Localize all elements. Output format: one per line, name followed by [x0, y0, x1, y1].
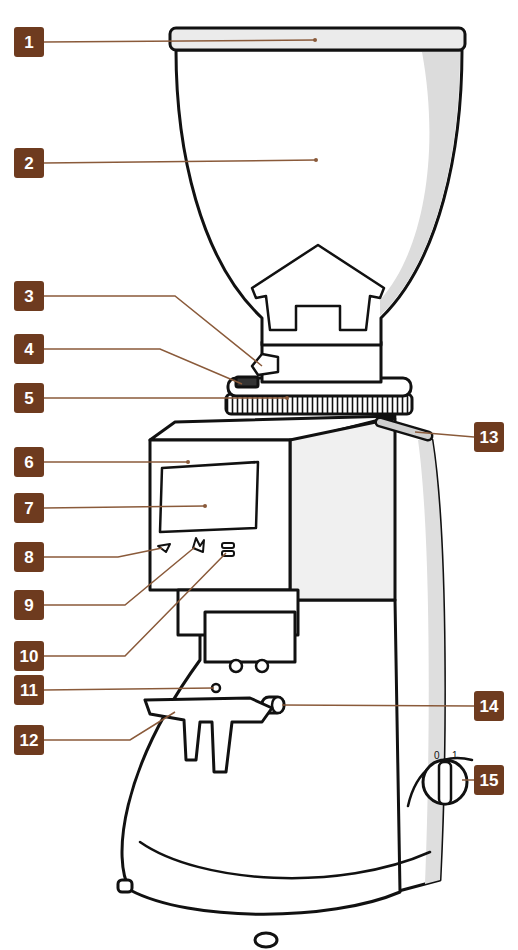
leader-line — [44, 349, 242, 384]
leader-dot — [186, 460, 190, 464]
leader-dot — [203, 504, 207, 508]
callout-box: 15 — [474, 765, 504, 795]
leader-line — [44, 688, 214, 690]
button — [222, 543, 234, 548]
knob-sweep — [408, 758, 472, 806]
callout-box: 3 — [14, 281, 44, 311]
leader-line — [44, 548, 162, 557]
leader-line — [44, 553, 226, 656]
callout-number: 5 — [24, 390, 33, 407]
callout-number: 12 — [20, 732, 39, 749]
leader-line — [415, 432, 474, 437]
callout-number: 9 — [24, 597, 33, 614]
callout-number: 15 — [480, 772, 499, 789]
callout-box: 10 — [14, 641, 44, 671]
leader-line — [44, 160, 316, 163]
foot — [118, 880, 132, 892]
spout — [205, 612, 295, 662]
leader-line — [44, 296, 262, 366]
knob-grip — [439, 762, 451, 804]
callout-number: 10 — [20, 648, 39, 665]
callout-box: 2 — [14, 148, 44, 178]
leader-dot — [314, 158, 318, 162]
callout-box: 9 — [14, 590, 44, 620]
button — [193, 538, 204, 552]
leader-line — [462, 779, 474, 781]
leader-line — [44, 712, 175, 740]
callout-box: 11 — [14, 675, 44, 705]
callout-box: 5 — [14, 383, 44, 413]
callout-box: 14 — [474, 691, 504, 721]
callout-number: 2 — [24, 155, 33, 172]
screen — [160, 462, 258, 532]
body-shade — [418, 440, 444, 884]
leader-line — [44, 506, 205, 508]
base-curve — [140, 842, 430, 878]
lock-4 — [236, 377, 258, 387]
callout-box: 13 — [474, 422, 504, 452]
callout-number: 4 — [24, 341, 33, 358]
lever-fill — [380, 422, 428, 436]
dial-mark: 1 — [452, 751, 458, 761]
power-knob — [423, 760, 467, 804]
hopper-lid — [170, 28, 465, 50]
callout-number: 7 — [24, 500, 33, 517]
hole — [230, 660, 242, 672]
callout-box: 12 — [14, 725, 44, 755]
callout-box: 6 — [14, 447, 44, 477]
leader-line — [44, 397, 287, 399]
head-side — [290, 418, 395, 600]
hopper-collar — [262, 342, 381, 382]
leader-dot — [313, 38, 317, 42]
foot — [255, 933, 277, 947]
leader-dot — [285, 396, 289, 400]
leader-line — [282, 705, 474, 706]
callout-number: 8 — [24, 549, 33, 566]
leader-line — [44, 547, 195, 605]
leader-line — [44, 40, 315, 42]
callout-box: 4 — [14, 334, 44, 364]
fork-holder — [145, 698, 272, 772]
leader-lines — [44, 40, 474, 780]
leader-line — [44, 461, 188, 463]
callout-number: 11 — [20, 682, 38, 699]
dial-mark: 0 — [434, 751, 440, 761]
leader-dots — [186, 38, 318, 508]
callout-box: 8 — [14, 542, 44, 572]
callout-box: 1 — [14, 27, 44, 57]
callout-number: 1 — [24, 34, 33, 51]
callout-number: 6 — [24, 454, 33, 471]
callout-number: 3 — [24, 288, 33, 305]
callout-number: 13 — [480, 429, 499, 446]
callout-number: 14 — [480, 698, 499, 715]
lever — [380, 422, 428, 436]
hopper — [176, 50, 462, 345]
grinder-base — [122, 600, 400, 914]
hopper-insert — [252, 245, 384, 330]
tab-3 — [252, 354, 278, 375]
callout-box: 7 — [14, 493, 44, 523]
hole — [256, 660, 268, 672]
hopper-shade — [380, 52, 460, 316]
